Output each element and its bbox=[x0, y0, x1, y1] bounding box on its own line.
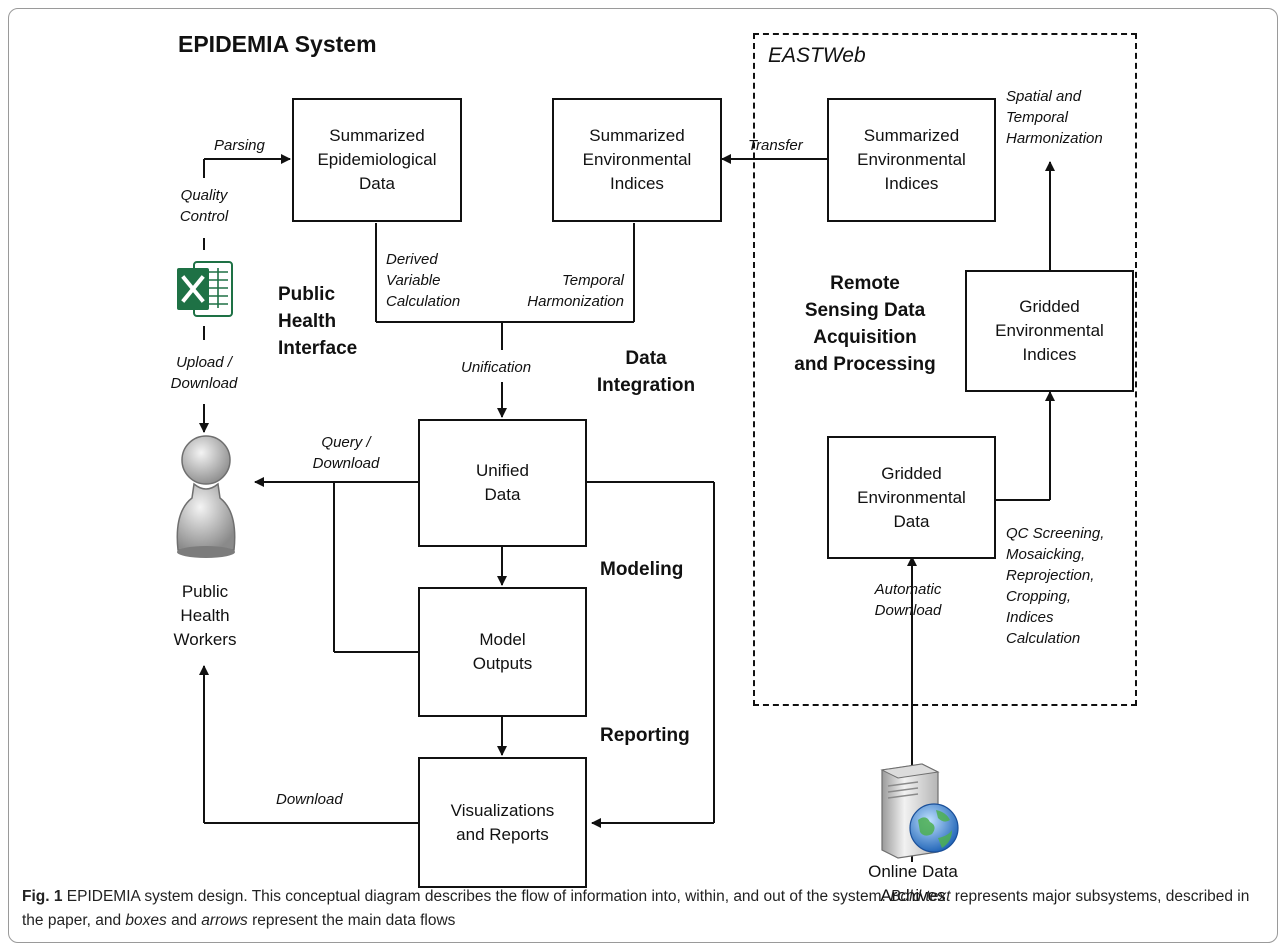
box-visualizations-and-reports: Visualizations and Reports bbox=[418, 757, 587, 888]
eastweb-label: EASTWeb bbox=[768, 44, 866, 67]
label-derived-variable-calculation: Derived Variable Calculation bbox=[386, 251, 461, 310]
box-unified-data: Unified Data bbox=[418, 419, 587, 547]
subsystem-modeling: Modeling bbox=[600, 559, 684, 580]
caption-label: Fig. 1 bbox=[22, 888, 63, 905]
subsystem-public-health-interface: Public Health Interface bbox=[278, 284, 358, 359]
label-parsing: Parsing bbox=[214, 137, 265, 154]
label-automatic-download: Automatic Download bbox=[874, 581, 942, 619]
box-eastweb-summarized-environmental-indices: Summarized Environmental Indices bbox=[827, 98, 996, 222]
caption-text-1: EPIDEMIA system design. This conceptual … bbox=[62, 888, 891, 905]
figure-frame bbox=[8, 8, 1278, 943]
label-download: Download bbox=[276, 791, 343, 808]
label-spatial-temporal-harmonization: Spatial and Temporal Harmonization bbox=[1006, 88, 1103, 147]
caption-arrows-word: arrows bbox=[201, 912, 248, 929]
subsystem-data-integration: Data Integration bbox=[596, 348, 696, 396]
eastweb-boundary bbox=[753, 33, 1137, 706]
caption-text-4: represent the main data flows bbox=[247, 912, 456, 929]
label-transfer: Transfer bbox=[748, 137, 803, 154]
caption-text-2: represents major subsystems, described i… bbox=[22, 888, 1250, 929]
server-globe-icon bbox=[868, 760, 964, 860]
actor-public-health-workers: Public Health Workers bbox=[173, 582, 237, 649]
caption-text-3: and bbox=[166, 912, 202, 929]
label-query-download: Query / Download bbox=[312, 434, 380, 472]
diagram-title: EPIDEMIA System bbox=[178, 31, 377, 57]
caption-bold-text-phrase: Bold text bbox=[890, 888, 951, 905]
subsystem-remote-sensing: Remote Sensing Data Acquisition and Proc… bbox=[794, 273, 936, 375]
label-qc-screening: QC Screening, Mosaicking, Reprojection, … bbox=[1006, 525, 1105, 647]
box-gridded-environmental-indices: Gridded Environmental Indices bbox=[965, 270, 1134, 392]
label-quality-control: Quality Control bbox=[179, 187, 229, 225]
label-upload-download: Upload / Download bbox=[170, 354, 238, 392]
label-unification: Unification bbox=[461, 359, 532, 376]
box-model-outputs: Model Outputs bbox=[418, 587, 587, 717]
subsystem-reporting: Reporting bbox=[600, 725, 690, 746]
box-summarized-epidemiological-data: Summarized Epidemiological Data bbox=[292, 98, 462, 222]
figure-caption: Fig. 1 EPIDEMIA system design. This conc… bbox=[22, 885, 1262, 933]
box-gridded-environmental-data: Gridded Environmental Data bbox=[827, 436, 996, 559]
box-summarized-environmental-indices: Summarized Environmental Indices bbox=[552, 98, 722, 222]
actor-online-data-archives: Online Data Archives bbox=[868, 862, 958, 905]
excel-icon bbox=[174, 258, 236, 320]
label-temporal-harmonization: Temporal Harmonization bbox=[527, 272, 624, 310]
user-icon bbox=[172, 432, 240, 564]
caption-boxes-word: boxes bbox=[125, 912, 167, 929]
